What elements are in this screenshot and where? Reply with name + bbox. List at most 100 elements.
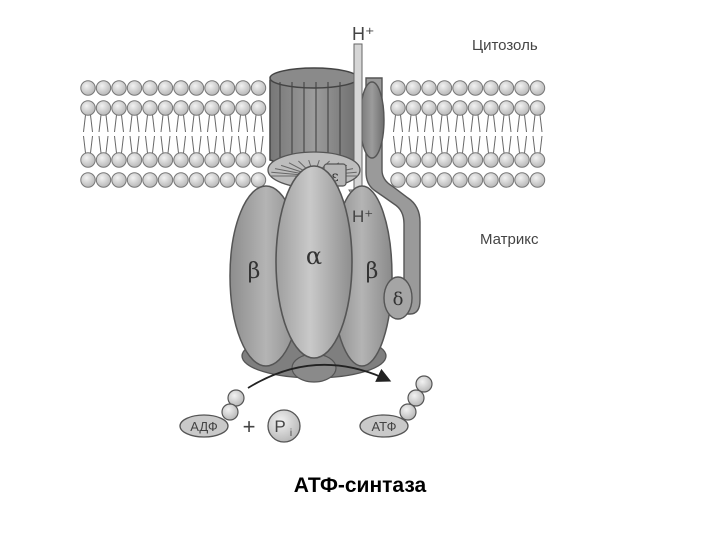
lipid-tail <box>253 135 257 154</box>
lipid-tail <box>455 114 458 133</box>
lipid-head <box>390 100 406 116</box>
alpha-label: α <box>306 242 322 270</box>
lipid-tail <box>152 135 155 154</box>
lipid-head <box>95 172 112 188</box>
lipid-tail <box>191 135 195 154</box>
lipid-tail <box>431 135 434 154</box>
lipid-head <box>421 100 437 116</box>
lipid-head <box>452 172 468 188</box>
lipid-tail <box>260 114 264 133</box>
lipid-tail <box>439 135 443 154</box>
matrix-label: Матрикс <box>480 231 539 248</box>
lipid-head <box>111 80 127 96</box>
lipid-tail <box>222 114 226 133</box>
lipid-head <box>390 80 406 96</box>
lipid-tail <box>207 135 210 154</box>
lipid-head <box>219 100 236 116</box>
lipid-tail <box>214 135 217 154</box>
lipid-head <box>204 172 220 188</box>
lipid-head <box>405 172 422 188</box>
lipid-head <box>95 152 112 168</box>
lipid-head <box>421 172 437 188</box>
proton-label-bottom: H⁺ <box>352 207 373 226</box>
delta-subunit <box>383 276 413 320</box>
lipid-tail <box>501 114 505 133</box>
atp-label: АТФ <box>371 419 396 434</box>
lipid-tail <box>408 114 412 133</box>
lipid-head <box>514 100 530 116</box>
lipid-head <box>235 172 251 188</box>
lipid-tail <box>462 135 465 154</box>
lipid-tail <box>446 135 450 154</box>
lipid-head <box>250 152 267 168</box>
lipid-tail <box>183 114 186 133</box>
lipid-head <box>498 172 515 188</box>
lipid-tail <box>105 114 109 133</box>
lipid-head <box>235 100 251 116</box>
lipid-head <box>390 172 406 188</box>
lipid-head <box>142 100 158 116</box>
lipid-head <box>421 80 437 96</box>
lipid-head <box>452 100 468 116</box>
lipid-head <box>436 80 453 96</box>
plus-sign: + <box>243 414 256 439</box>
lipid-tail <box>486 114 489 133</box>
lipid-tail <box>129 135 133 154</box>
peripheral-stalk <box>359 77 421 315</box>
lipid-tail <box>98 114 102 133</box>
lipid-head <box>405 80 422 96</box>
lipid-head <box>173 100 189 116</box>
lipid-tail <box>198 114 202 133</box>
lipid-tail <box>229 135 233 154</box>
lipid-head <box>204 100 220 116</box>
lipid-head <box>529 152 546 168</box>
lipid-tail <box>214 114 217 133</box>
lipid-head <box>483 152 499 168</box>
lipid-tail <box>114 114 117 133</box>
lipid-tail <box>160 114 164 133</box>
lipid-tail <box>253 114 257 133</box>
lipid-head <box>421 152 437 168</box>
lipid-head <box>126 100 143 116</box>
lipid-head <box>498 152 515 168</box>
lipid-tail <box>238 135 241 154</box>
lipid-tail <box>121 135 124 154</box>
beta-right-label: β <box>366 259 379 284</box>
lipid-tail <box>408 135 412 154</box>
lipid-tail <box>400 135 403 154</box>
lipid-head <box>157 100 174 116</box>
lipid-head <box>529 100 546 116</box>
lipid-head <box>173 152 189 168</box>
lipid-head <box>452 80 468 96</box>
lipid-tail <box>121 114 124 133</box>
lipid-head <box>250 172 267 188</box>
lipid-tail <box>524 114 527 133</box>
lipid-tail <box>167 135 171 154</box>
lipid-head <box>95 80 112 96</box>
lipid-head <box>405 152 422 168</box>
lipid-tail <box>539 114 543 133</box>
atp-molecule: АТФ <box>359 375 433 438</box>
lipid-tail <box>198 135 202 154</box>
lipid-head <box>126 152 143 168</box>
lipid-tail <box>90 135 93 154</box>
lipid-tail <box>98 135 102 154</box>
lipid-tail <box>439 114 443 133</box>
lipid-head <box>250 80 267 96</box>
lipid-tail <box>245 135 248 154</box>
lipid-tail <box>176 114 179 133</box>
lipid-head <box>498 80 515 96</box>
lipid-head <box>173 172 189 188</box>
lipid-head <box>111 172 127 188</box>
lipid-tail <box>105 135 109 154</box>
lipid-head <box>80 80 96 96</box>
lipid-tail <box>229 114 233 133</box>
lipid-tail <box>114 135 117 154</box>
lipid-tail <box>83 135 86 154</box>
reaction-arrow <box>247 363 392 389</box>
lipid-tail <box>493 114 496 133</box>
lipid-tail <box>517 135 520 154</box>
lipid-tail <box>493 135 496 154</box>
lipid-tail <box>145 135 148 154</box>
